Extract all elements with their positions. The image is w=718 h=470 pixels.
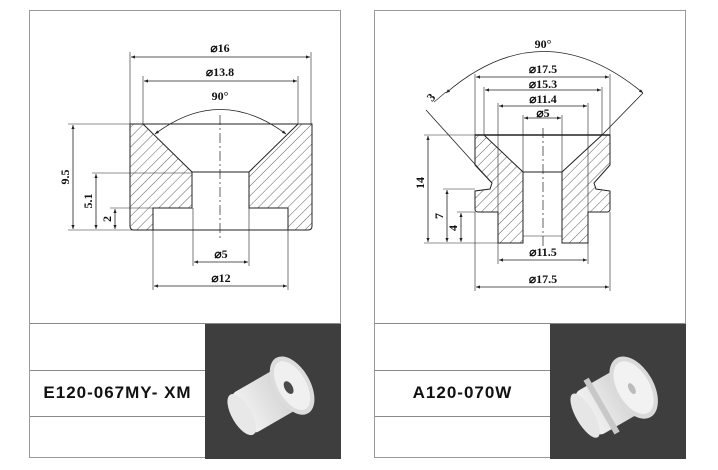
part-card-a120: A120-070W	[374, 10, 686, 460]
part-info-table: E120-067MY- XM	[30, 323, 341, 460]
product-photo	[550, 324, 686, 459]
part-card-e120: E120-067MY- XM	[29, 10, 341, 460]
part-code: E120-067MY- XM	[43, 383, 192, 402]
part-info-table: A120-070W	[375, 323, 686, 460]
part-render-image	[570, 356, 658, 438]
product-photo	[205, 324, 341, 459]
divider	[375, 370, 550, 371]
divider	[30, 370, 205, 371]
part-render-image	[227, 356, 315, 436]
divider	[375, 416, 550, 417]
divider	[30, 416, 205, 417]
part-code: A120-070W	[412, 383, 513, 402]
